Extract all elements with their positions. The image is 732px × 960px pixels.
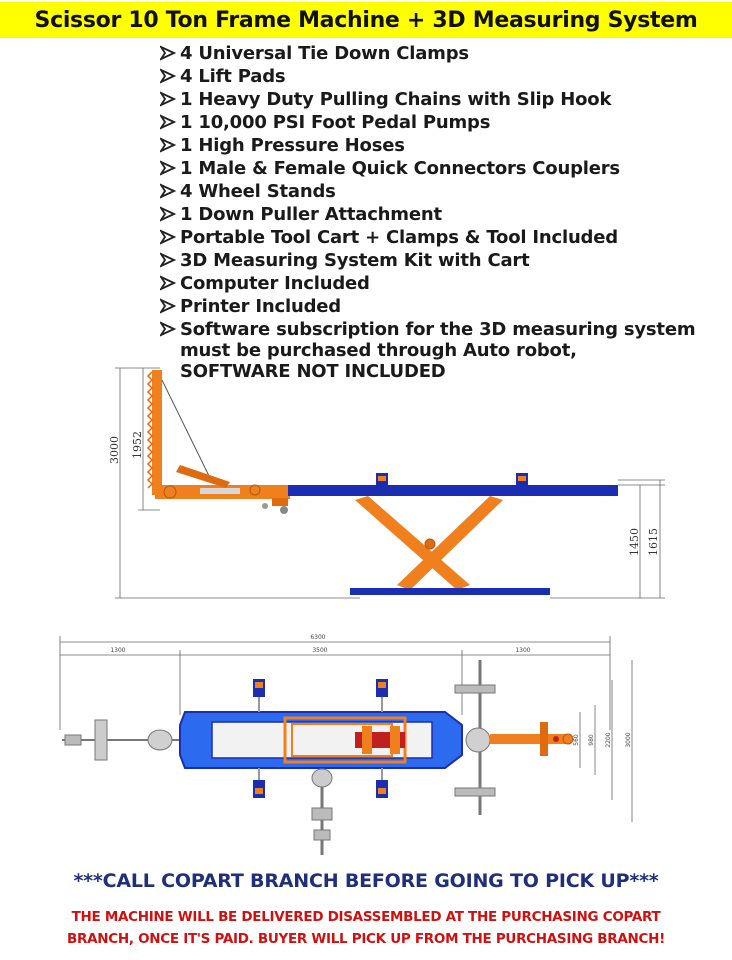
arrow-bullet-icon — [158, 158, 180, 181]
dim-overall: 6300 — [310, 634, 325, 641]
top-view-drawing: 6300 1300 3500 1300 — [59, 634, 633, 855]
arrow-bullet-icon — [158, 66, 180, 89]
dim-w3: 2200 — [605, 732, 612, 747]
arrow-bullet-icon — [158, 227, 180, 250]
list-item: 3D Measuring System Kit with Cart — [158, 250, 730, 273]
list-item: 1 10,000 PSI Foot Pedal Pumps — [158, 112, 730, 135]
list-item: Software subscription for the 3D measuri… — [158, 319, 730, 382]
list-item: 1 Male & Female Quick Connectors Coupler… — [158, 158, 730, 181]
list-item: 4 Universal Tie Down Clamps — [158, 43, 730, 66]
arrow-bullet-icon — [158, 89, 180, 112]
dim-platform-low: 1450 — [628, 528, 641, 556]
arrow-bullet-icon — [158, 181, 180, 204]
list-item: Computer Included — [158, 273, 730, 296]
dim-tower-height: 1952 — [131, 431, 144, 459]
arrow-bullet-icon — [158, 273, 180, 296]
dim-platform-high: 1615 — [647, 528, 660, 556]
arrow-bullet-icon — [158, 204, 180, 227]
arrow-bullet-icon — [158, 112, 180, 135]
arrow-bullet-icon — [158, 250, 180, 273]
title-banner: Scissor 10 Ton Frame Machine + 3D Measur… — [0, 2, 732, 38]
delivery-notice: THE MACHINE WILL BE DELIVERED DISASSEMBL… — [10, 906, 722, 950]
list-item: Portable Tool Cart + Clamps & Tool Inclu… — [158, 227, 730, 250]
dim-right: 1300 — [515, 647, 530, 654]
list-item: 4 Lift Pads — [158, 66, 730, 89]
dim-middle: 3500 — [312, 647, 327, 654]
arrow-bullet-icon — [158, 296, 180, 319]
dim-w4: 3000 — [625, 732, 632, 747]
dim-left: 1300 — [110, 647, 125, 654]
list-item: 1 Down Puller Attachment — [158, 204, 730, 227]
list-item: Printer Included — [158, 296, 730, 319]
list-item: 1 Heavy Duty Pulling Chains with Slip Ho… — [158, 89, 730, 112]
arrow-bullet-icon — [158, 319, 180, 342]
dim-total-height: 3000 — [108, 436, 121, 464]
page-title: Scissor 10 Ton Frame Machine + 3D Measur… — [34, 7, 698, 33]
side-view-drawing: 3000 1952 1450 1615 — [108, 367, 665, 599]
list-item: 4 Wheel Stands — [158, 181, 730, 204]
frame-machine-diagram: 3000 1952 1450 1615 — [59, 367, 665, 855]
dim-w1: 560 — [573, 734, 580, 746]
included-items-list: 4 Universal Tie Down Clamps 4 Lift Pads … — [158, 43, 730, 382]
list-item: 1 High Pressure Hoses — [158, 135, 730, 158]
dim-w2: 980 — [588, 734, 595, 746]
notice-line: THE MACHINE WILL BE DELIVERED DISASSEMBL… — [71, 909, 661, 925]
call-branch-notice: ***CALL COPART BRANCH BEFORE GOING TO PI… — [73, 870, 659, 892]
notice-line: BRANCH, ONCE IT'S PAID. BUYER WILL PICK … — [67, 931, 665, 947]
arrow-bullet-icon — [158, 43, 180, 66]
arrow-bullet-icon — [158, 135, 180, 158]
